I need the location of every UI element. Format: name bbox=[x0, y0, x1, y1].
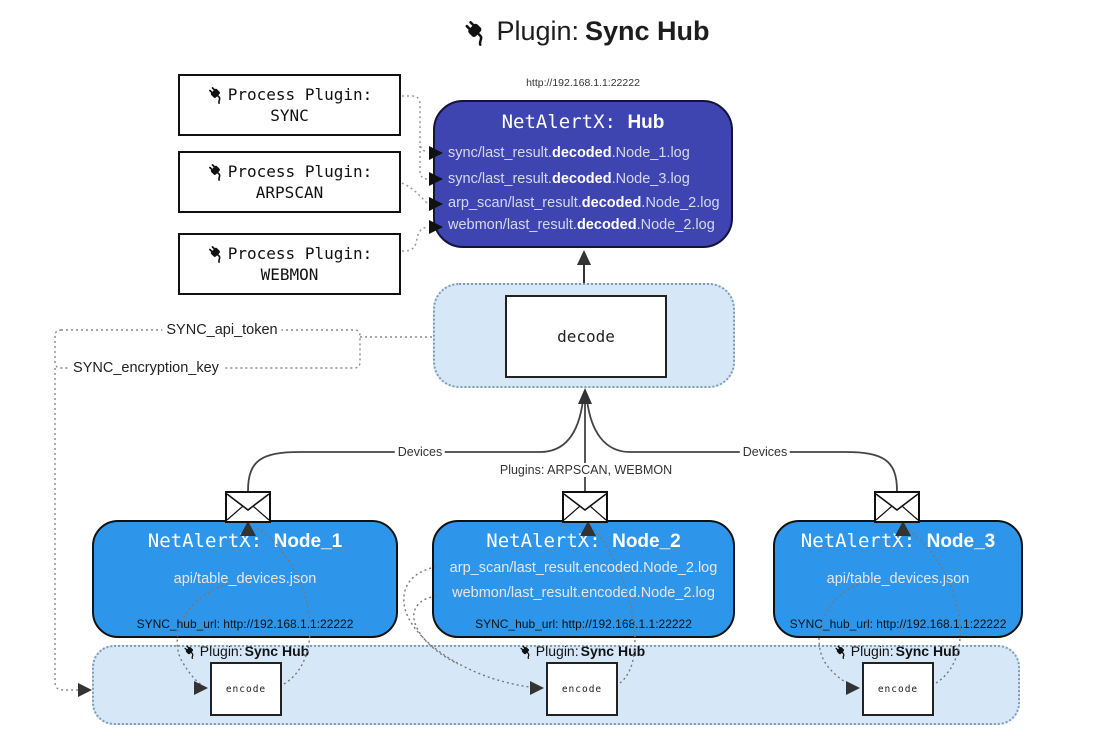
sync-encryption-key-label: SYNC_encryption_key bbox=[69, 360, 223, 376]
arrow-into-decode-panel bbox=[578, 388, 592, 404]
node-hub-url: SYNC_hub_url: http://192.168.1.1:22222 bbox=[789, 617, 1007, 631]
plug-icon bbox=[207, 162, 226, 181]
hub-log-row: arp_scan/last_result.decoded.Node_2.log bbox=[435, 192, 731, 214]
log-bold: decoded bbox=[581, 195, 642, 211]
page-title-name: Sync Hub bbox=[585, 16, 710, 46]
log-post: .Node_2.log bbox=[636, 217, 715, 233]
log-pre: arp_scan/last_result. bbox=[448, 195, 582, 211]
process-plugin-name: WEBMON bbox=[260, 265, 319, 284]
plug-icon bbox=[207, 85, 226, 104]
encoder-plugin-name: Sync Hub bbox=[895, 643, 961, 659]
encoder-plugin-label-3: Plugin: Sync Hub bbox=[834, 643, 960, 659]
hub-title-name: Hub bbox=[627, 112, 665, 133]
sync-api-token-label: SYNC_api_token bbox=[162, 322, 282, 338]
process-plugin-label: Process Plugin: bbox=[227, 162, 373, 181]
log-bold: decoded bbox=[551, 145, 612, 161]
plugin-to-hub-connectors bbox=[396, 95, 429, 252]
page-title-label: Plugin: bbox=[496, 16, 580, 46]
node-title-name: Node_3 bbox=[926, 531, 996, 552]
decode-box: decode bbox=[505, 295, 667, 378]
hub-title-prefix: NetAlertX: bbox=[501, 111, 616, 133]
node-box-node2: NetAlertX: Node_2 arp_scan/last_result.e… bbox=[432, 520, 735, 638]
node-title-prefix: NetAlertX: bbox=[486, 530, 601, 552]
node-file: api/table_devices.json bbox=[826, 571, 970, 587]
devices-label-left: Devices bbox=[394, 445, 446, 459]
node-title: NetAlertX: Node_2 bbox=[434, 530, 733, 553]
log-post: .Node_2.log bbox=[641, 195, 720, 211]
node-box-node3: NetAlertX: Node_3 api/table_devices.json… bbox=[773, 520, 1023, 638]
node-title-prefix: NetAlertX: bbox=[147, 530, 263, 552]
encoder-plugin-text: Plugin: bbox=[850, 643, 894, 659]
hub-url: http://192.168.1.1:22222 bbox=[526, 77, 640, 89]
encoder-plugin-label-2: Plugin: Sync Hub bbox=[519, 643, 645, 659]
process-plugin-box-webmon: Process Plugin: WEBMON bbox=[178, 233, 401, 295]
node-title-name: Node_2 bbox=[612, 531, 681, 552]
process-plugin-name: ARPSCAN bbox=[255, 183, 324, 202]
hub-log-list: sync/last_result.decoded.Node_1.log sync… bbox=[435, 140, 731, 236]
process-plugin-label: Process Plugin: bbox=[227, 85, 373, 104]
node-hub-url: SYNC_hub_url: http://192.168.1.1:22222 bbox=[136, 617, 354, 631]
hub-log-row: webmon/last_result.decoded.Node_2.log bbox=[435, 214, 731, 236]
encoder-plugin-name: Sync Hub bbox=[580, 643, 646, 659]
log-bold: decoded bbox=[551, 171, 612, 187]
node-hub-url: SYNC_hub_url: http://192.168.1.1:22222 bbox=[475, 617, 692, 631]
plug-icon bbox=[519, 644, 534, 659]
devices-label-right: Devices bbox=[739, 445, 791, 459]
node-box-node1: NetAlertX: Node_1 api/table_devices.json… bbox=[92, 520, 398, 638]
log-post: .Node_3.log bbox=[611, 171, 690, 187]
node-title: NetAlertX: Node_3 bbox=[775, 530, 1021, 553]
plugins-label: Plugins: ARPSCAN, WEBMON bbox=[496, 463, 676, 477]
log-pre: sync/last_result. bbox=[448, 145, 552, 161]
plug-icon bbox=[462, 18, 490, 46]
process-plugin-box-arpscan: Process Plugin: ARPSCAN bbox=[178, 151, 401, 213]
hub-log-row: sync/last_result.decoded.Node_1.log bbox=[435, 140, 731, 166]
hub-box: NetAlertX: Hub sync/last_result.decoded.… bbox=[433, 100, 733, 248]
process-plugin-label: Process Plugin: bbox=[227, 244, 373, 263]
log-pre: sync/last_result. bbox=[448, 171, 552, 187]
hub-log-row: sync/last_result.decoded.Node_3.log bbox=[435, 166, 731, 192]
node-title-name: Node_1 bbox=[273, 531, 343, 552]
node-title: NetAlertX: Node_1 bbox=[94, 530, 396, 553]
log-bold: decoded bbox=[576, 217, 637, 233]
arrow-into-encoder-strip bbox=[78, 683, 92, 697]
encoder-plugin-text: Plugin: bbox=[199, 643, 243, 659]
envelope-icon bbox=[562, 491, 608, 523]
node-file: arp_scan/last_result.encoded.Node_2.log bbox=[449, 560, 718, 576]
hub-title: NetAlertX: Hub bbox=[435, 111, 731, 134]
node-to-decode-curves bbox=[247, 399, 898, 492]
log-pre: webmon/last_result. bbox=[448, 217, 577, 233]
plug-icon bbox=[183, 644, 198, 659]
plug-icon bbox=[207, 244, 226, 263]
process-plugin-name: SYNC bbox=[270, 106, 309, 125]
encode-box-1: encode bbox=[210, 662, 282, 716]
envelope-icon bbox=[874, 491, 920, 523]
plug-icon bbox=[834, 644, 849, 659]
encode-box-3: encode bbox=[862, 662, 934, 716]
node-file: webmon/last_result.encoded.Node_2.log bbox=[452, 585, 715, 601]
encode-box-2: encode bbox=[546, 662, 618, 716]
encoder-plugin-name: Sync Hub bbox=[244, 643, 310, 659]
node-file: api/table_devices.json bbox=[173, 571, 317, 587]
process-plugin-box-sync: Process Plugin: SYNC bbox=[178, 74, 401, 136]
node-title-prefix: NetAlertX: bbox=[800, 530, 916, 552]
arrow-into-hub bbox=[577, 250, 591, 265]
encoder-plugin-label-1: Plugin: Sync Hub bbox=[183, 643, 309, 659]
envelope-icons bbox=[225, 491, 920, 523]
encoder-plugin-text: Plugin: bbox=[535, 643, 579, 659]
log-post: .Node_1.log bbox=[611, 145, 690, 161]
envelope-icon bbox=[225, 491, 271, 523]
page-title: Plugin: Sync Hub bbox=[462, 16, 710, 47]
